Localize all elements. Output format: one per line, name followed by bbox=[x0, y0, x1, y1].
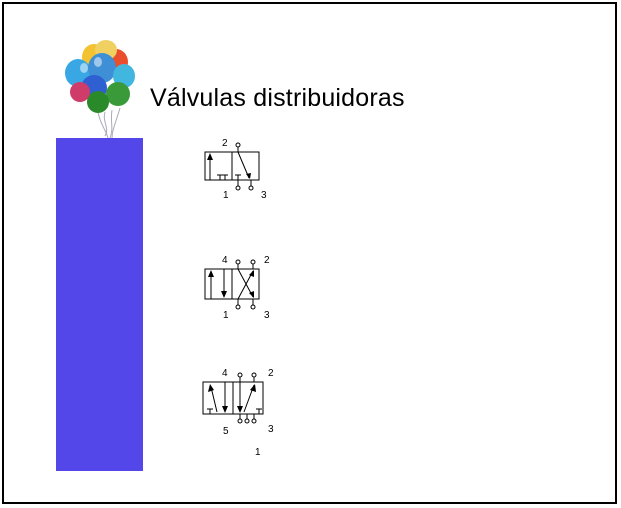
accent-bar bbox=[56, 138, 143, 471]
port-label: 2 bbox=[222, 138, 228, 149]
valve-3-2-symbol: 2 1 3 bbox=[195, 135, 285, 210]
port-label: 1 bbox=[223, 190, 229, 201]
slide-title: Válvulas distribuidoras bbox=[150, 84, 405, 112]
port-label: 2 bbox=[264, 255, 270, 266]
port-label: 4 bbox=[222, 255, 228, 266]
port-label: 3 bbox=[264, 310, 270, 321]
port-label: 1 bbox=[255, 447, 261, 458]
valve-4-2-symbol: 4 2 1 3 bbox=[195, 252, 285, 327]
port-label: 4 bbox=[222, 368, 228, 379]
valve-5-2-symbol: 4 2 5 3 1 bbox=[195, 365, 285, 465]
balloons-icon bbox=[50, 40, 145, 140]
port-label: 5 bbox=[223, 426, 229, 437]
port-label: 3 bbox=[261, 190, 267, 201]
port-label: 2 bbox=[268, 368, 274, 379]
port-label: 3 bbox=[268, 424, 274, 435]
port-label: 1 bbox=[223, 310, 229, 321]
